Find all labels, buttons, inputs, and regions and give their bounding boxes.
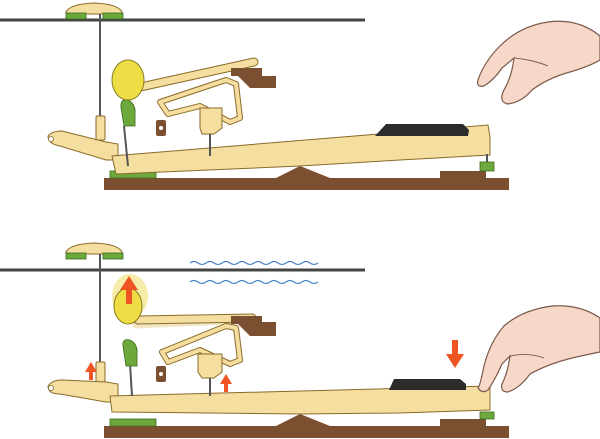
wippen-heel <box>197 353 223 379</box>
damper <box>65 242 124 383</box>
keybed <box>104 426 509 438</box>
backcheck <box>231 68 276 88</box>
balance-rail <box>276 414 330 426</box>
capstan-wire <box>129 363 133 397</box>
damper-lever-pivot <box>48 384 55 391</box>
motion-arrow-icon <box>446 340 464 368</box>
panel-key-pressed <box>0 242 600 438</box>
keybed <box>104 178 509 190</box>
motion-arrow-icon <box>120 276 138 304</box>
damper <box>65 2 124 141</box>
front-rail <box>440 171 486 178</box>
damper-block <box>95 361 106 383</box>
damper-lever <box>47 379 119 403</box>
front-felt <box>479 411 495 420</box>
motion-arrow-icon <box>220 374 232 392</box>
front-rail <box>440 419 486 426</box>
panel-key-at-rest <box>0 2 600 190</box>
damper-block <box>95 115 106 141</box>
piano-key <box>111 124 491 175</box>
balance-rail <box>276 166 330 178</box>
piano-key <box>109 385 491 415</box>
hand-icon <box>477 305 600 393</box>
backcheck <box>231 316 276 336</box>
capstan-wire <box>123 125 129 167</box>
motion-arrow-icon <box>85 362 97 380</box>
key-top <box>375 124 469 136</box>
hand-icon <box>477 20 600 105</box>
key-top <box>389 379 466 390</box>
vibration-wave-icon <box>189 279 319 285</box>
back-rail-felt <box>109 418 157 427</box>
damper-felt-left <box>65 252 87 260</box>
jack <box>122 339 138 367</box>
damper-felt-right <box>102 252 124 260</box>
front-felt <box>479 161 495 172</box>
damper-lever-pivot <box>48 135 55 142</box>
jack <box>120 99 136 127</box>
vibration-wave-icon <box>189 260 319 266</box>
damper-lever <box>47 130 119 161</box>
wippen-heel <box>199 107 223 135</box>
hammer-head <box>111 59 145 101</box>
damper-felt-left <box>65 12 87 20</box>
damper-felt-right <box>102 12 124 20</box>
